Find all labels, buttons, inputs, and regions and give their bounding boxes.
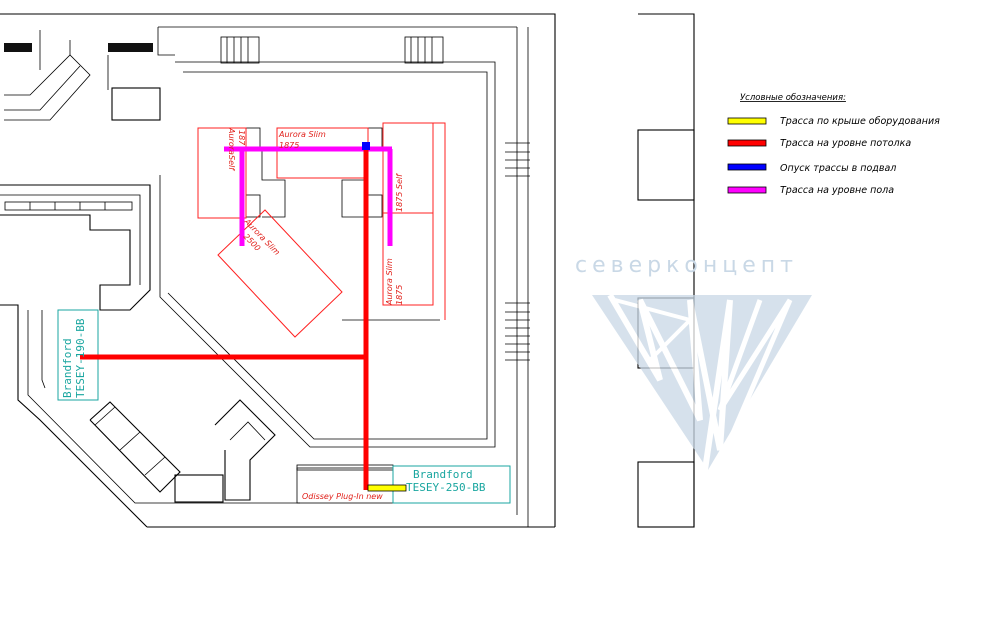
legend-title: Условные обозначения:: [740, 93, 846, 103]
logo-triangle-icon: [592, 293, 812, 471]
roof-route: [367, 484, 407, 492]
legend-item-basement: Опуск трассы в подвал: [780, 163, 896, 174]
label-aurora-left-1: Aurora: [227, 127, 236, 155]
logo-text: северконцепт: [575, 253, 798, 278]
label-aurora-left-2: 187: [237, 130, 246, 146]
label-aurora-left-3: Self: [227, 155, 236, 171]
equipment-outlines: [197, 122, 446, 338]
legend-item-floor: Трасса на уровне пола: [780, 185, 894, 196]
label-right-upper: 1875 Self: [395, 173, 404, 212]
label-odissey: Odissey Plug-In new: [302, 492, 383, 501]
aurora-right-lower: [382, 212, 434, 306]
legend-swatch-magenta: [727, 186, 767, 194]
label-right-lower-1: Aurora Slim: [385, 258, 394, 306]
brandford-bottom-unit: [392, 465, 511, 504]
basement-drop-marker: [362, 142, 370, 150]
legend-swatch-yellow: [727, 117, 767, 125]
watermark-logo: северконцепт: [575, 253, 812, 471]
legend-swatch-red: [727, 139, 767, 147]
label-aurora-1875-top-1: Aurora Slim: [278, 130, 326, 139]
aurora-slim-left: [197, 127, 247, 219]
routes: [80, 142, 407, 492]
legend: Условные обозначения: Трасса по крыше об…: [727, 93, 940, 196]
label-brandford-left-2: TESEY-190-BB: [74, 318, 87, 398]
label-aurora-1875-top-2: 1875: [279, 141, 299, 150]
legend-swatch-blue: [727, 163, 767, 171]
label-brandford-bottom-2: TESEY-250-BB: [406, 481, 486, 494]
label-brandford-left-1: Brandford: [61, 338, 74, 398]
legend-item-roof: Трасса по крыше оборудования: [780, 116, 940, 127]
legend-item-ceiling: Трасса на уровне потолка: [780, 138, 911, 149]
label-brandford-bottom-1: Brandford: [413, 468, 473, 481]
aurora-slim-2500: [217, 209, 343, 338]
label-right-lower-2: 1875: [395, 285, 404, 305]
